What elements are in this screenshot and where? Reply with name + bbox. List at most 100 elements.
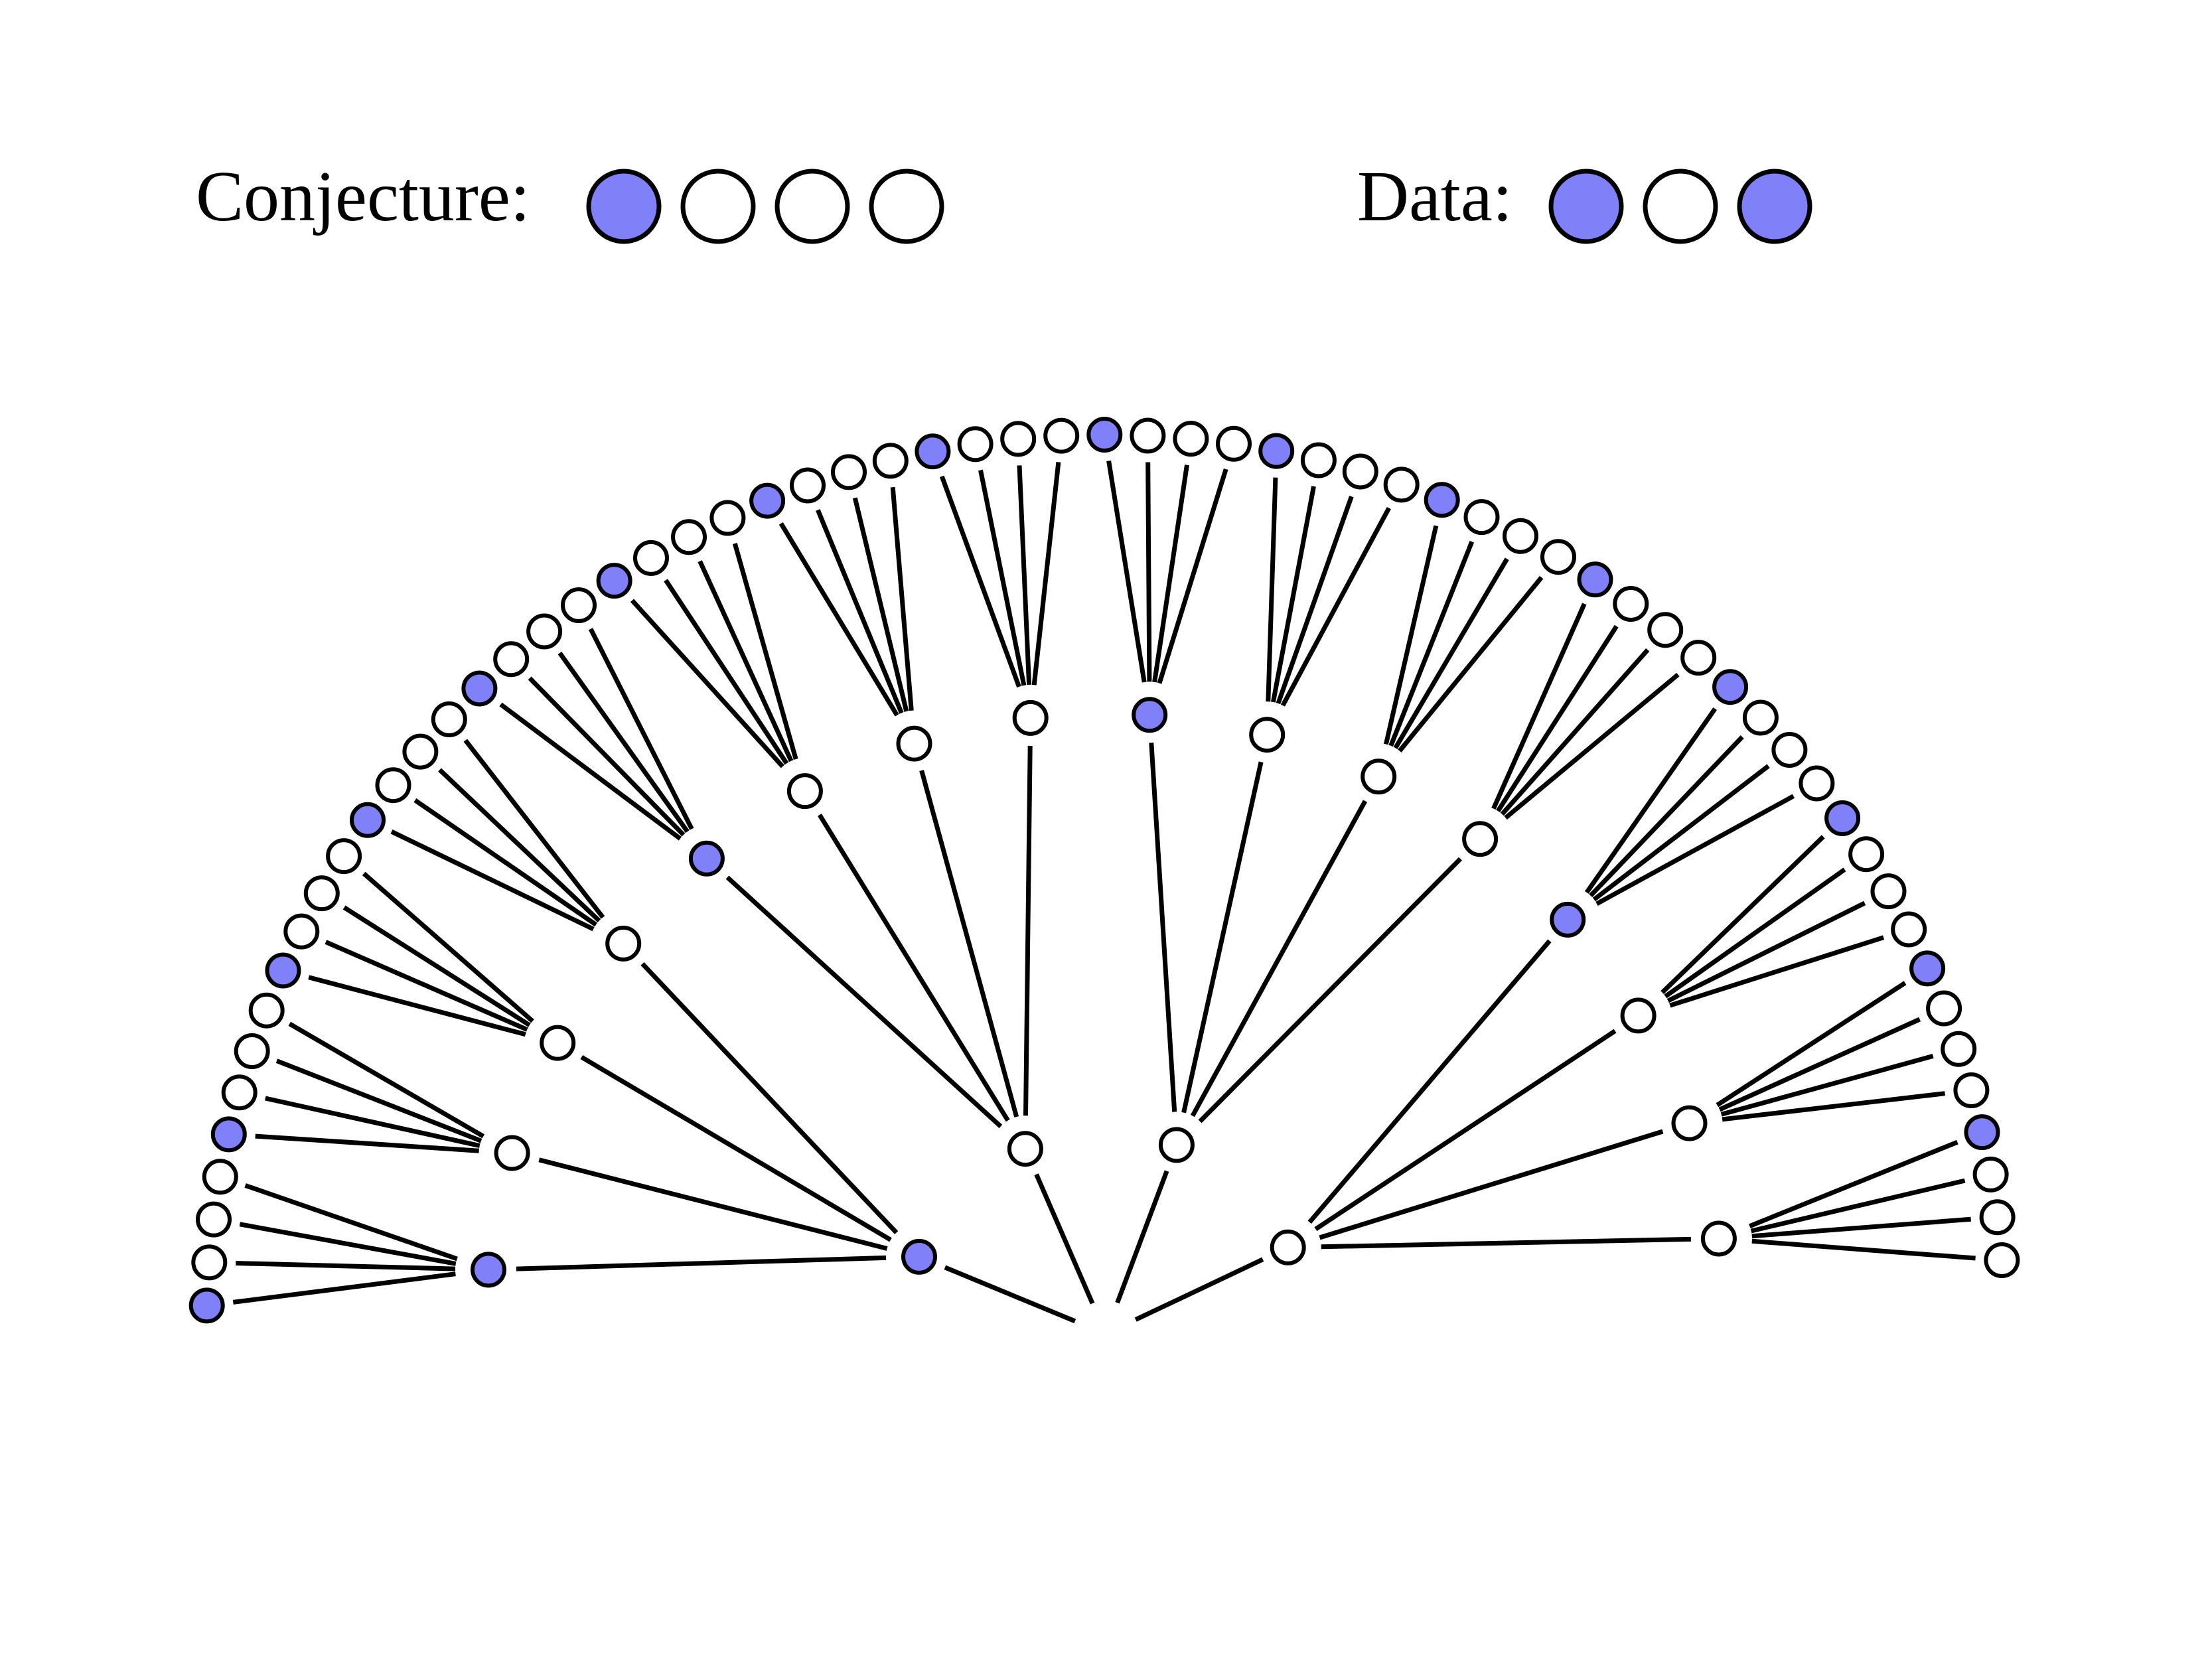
level2-marble-white	[1361, 758, 1397, 795]
level2-marble-white	[1462, 821, 1499, 857]
level2-marble-white	[1620, 997, 1657, 1034]
edge-level2-level3	[1145, 462, 1152, 682]
level2-marble-white	[494, 1135, 530, 1171]
level2-marble-white	[1700, 1220, 1737, 1257]
edge-root-level1	[1134, 1257, 1264, 1322]
edge-level2-level3	[1398, 575, 1544, 753]
edge-level2-level3	[413, 798, 597, 927]
level3-marble-white	[375, 767, 411, 804]
level3-marble-white	[191, 1244, 228, 1281]
edge-root-level1	[1115, 1170, 1169, 1304]
edge-level2-level3	[1270, 486, 1316, 703]
edge-level2-level3	[698, 560, 794, 762]
level2-marble-white	[1012, 699, 1049, 736]
edge-level2-level3	[308, 975, 526, 1037]
level3-marble-blue	[1424, 482, 1460, 518]
edge-level1-level2	[1149, 743, 1177, 1112]
edge-level2-level3	[1393, 557, 1509, 749]
level1-marble-white	[1270, 1229, 1306, 1265]
edge-level1-level2	[817, 814, 1010, 1122]
level3-marble-white	[1680, 640, 1717, 676]
level2-marble-white	[540, 1025, 576, 1061]
level3-marble-white	[1173, 421, 1209, 457]
level3-marble-white	[1383, 467, 1420, 503]
edge-level2-level3	[852, 497, 909, 712]
edge-level1-level2	[1319, 1129, 1664, 1240]
edge-level2-level3	[1592, 764, 1770, 902]
level3-marble-white	[402, 733, 439, 770]
level3-marble-white	[1342, 453, 1378, 490]
level3-marble-white	[1742, 699, 1779, 736]
edge-level2-level3	[1157, 468, 1228, 684]
level3-marble-white	[1613, 586, 1649, 622]
edge-level2-level3	[1017, 465, 1032, 685]
level3-marble-white	[671, 519, 707, 555]
level3-marble-white	[1771, 732, 1808, 768]
edge-level2-level3	[1266, 477, 1278, 702]
tree-edges	[232, 460, 1976, 1324]
edge-level2-level3	[816, 509, 904, 714]
edge-level2-level3	[255, 1133, 479, 1153]
edge-level2-level3	[1664, 867, 1846, 999]
level3-marble-white	[1891, 911, 1927, 948]
level3-marble-white	[431, 701, 467, 737]
level3-marble-white	[1540, 539, 1576, 575]
edge-level2-level3	[232, 1271, 456, 1305]
conjecture-marble-white	[869, 169, 944, 244]
level3-marble-blue	[1712, 669, 1749, 705]
level3-marble-blue	[1824, 800, 1861, 836]
edge-level2-level3	[1716, 981, 1907, 1108]
edge-level2-level3	[275, 1058, 482, 1143]
level2-marble-blue	[1132, 697, 1168, 733]
legend: Conjecture: Data:	[196, 157, 1812, 244]
edge-level2-level3	[1722, 1091, 1946, 1122]
edge-level2-level3	[1595, 794, 1795, 906]
data-label: Data:	[1357, 157, 1512, 236]
level3-marble-white	[1941, 1031, 1977, 1067]
edge-level2-level3	[939, 475, 1021, 688]
level3-marble-white	[872, 443, 909, 479]
level3-marble-white	[234, 1033, 270, 1069]
level3-marble-white	[790, 467, 826, 504]
level3-marble-white	[283, 913, 320, 950]
level3-marble-white	[202, 1159, 238, 1195]
edge-level1-level2	[516, 1255, 887, 1271]
level3-marble-white	[1043, 417, 1080, 454]
level3-marble-white	[1216, 425, 1252, 462]
edge-level2-level3	[1106, 460, 1147, 683]
level3-marble-blue	[1577, 561, 1613, 598]
level3-marble-white	[1926, 990, 1962, 1027]
edge-level2-level3	[528, 676, 686, 837]
edge-level2-level3	[1751, 1238, 1976, 1261]
level3-marble-white	[196, 1201, 232, 1238]
level3-marble-white	[633, 540, 669, 576]
edge-level1-level2	[538, 1157, 888, 1251]
edge-level2-level3	[244, 1183, 458, 1262]
level3-marble-blue	[350, 802, 386, 838]
edge-level1-level2	[580, 1054, 892, 1242]
tree-nodes	[188, 417, 2020, 1324]
edge-level2-level3	[463, 739, 605, 919]
edge-level2-level3	[630, 599, 784, 768]
level3-marble-white	[1870, 873, 1907, 910]
level3-marble-white	[1000, 421, 1037, 457]
edge-level2-level3	[1276, 496, 1354, 705]
edge-level2-level3	[1152, 465, 1189, 683]
level3-marble-blue	[596, 563, 632, 599]
edge-level2-level3	[438, 768, 601, 923]
level3-marble-white	[1300, 442, 1337, 478]
level3-marble-white	[1503, 518, 1538, 554]
edge-level1-level2	[1321, 1236, 1691, 1250]
level3-marble-white	[526, 613, 563, 650]
edge-level2-level3	[1750, 1178, 1966, 1234]
level2-marble-blue	[1550, 901, 1586, 938]
conjecture-marbles	[586, 169, 944, 244]
edge-level1-level2	[640, 962, 899, 1234]
level3-marble-white	[709, 500, 746, 536]
edge-level2-level3	[1496, 624, 1619, 813]
level3-marble-blue	[749, 482, 786, 519]
edge-level2-level3	[1504, 672, 1680, 820]
edge-level2-level3	[1584, 707, 1718, 894]
edge-level2-level3	[390, 830, 595, 932]
edge-level2-level3	[1669, 935, 1885, 1008]
